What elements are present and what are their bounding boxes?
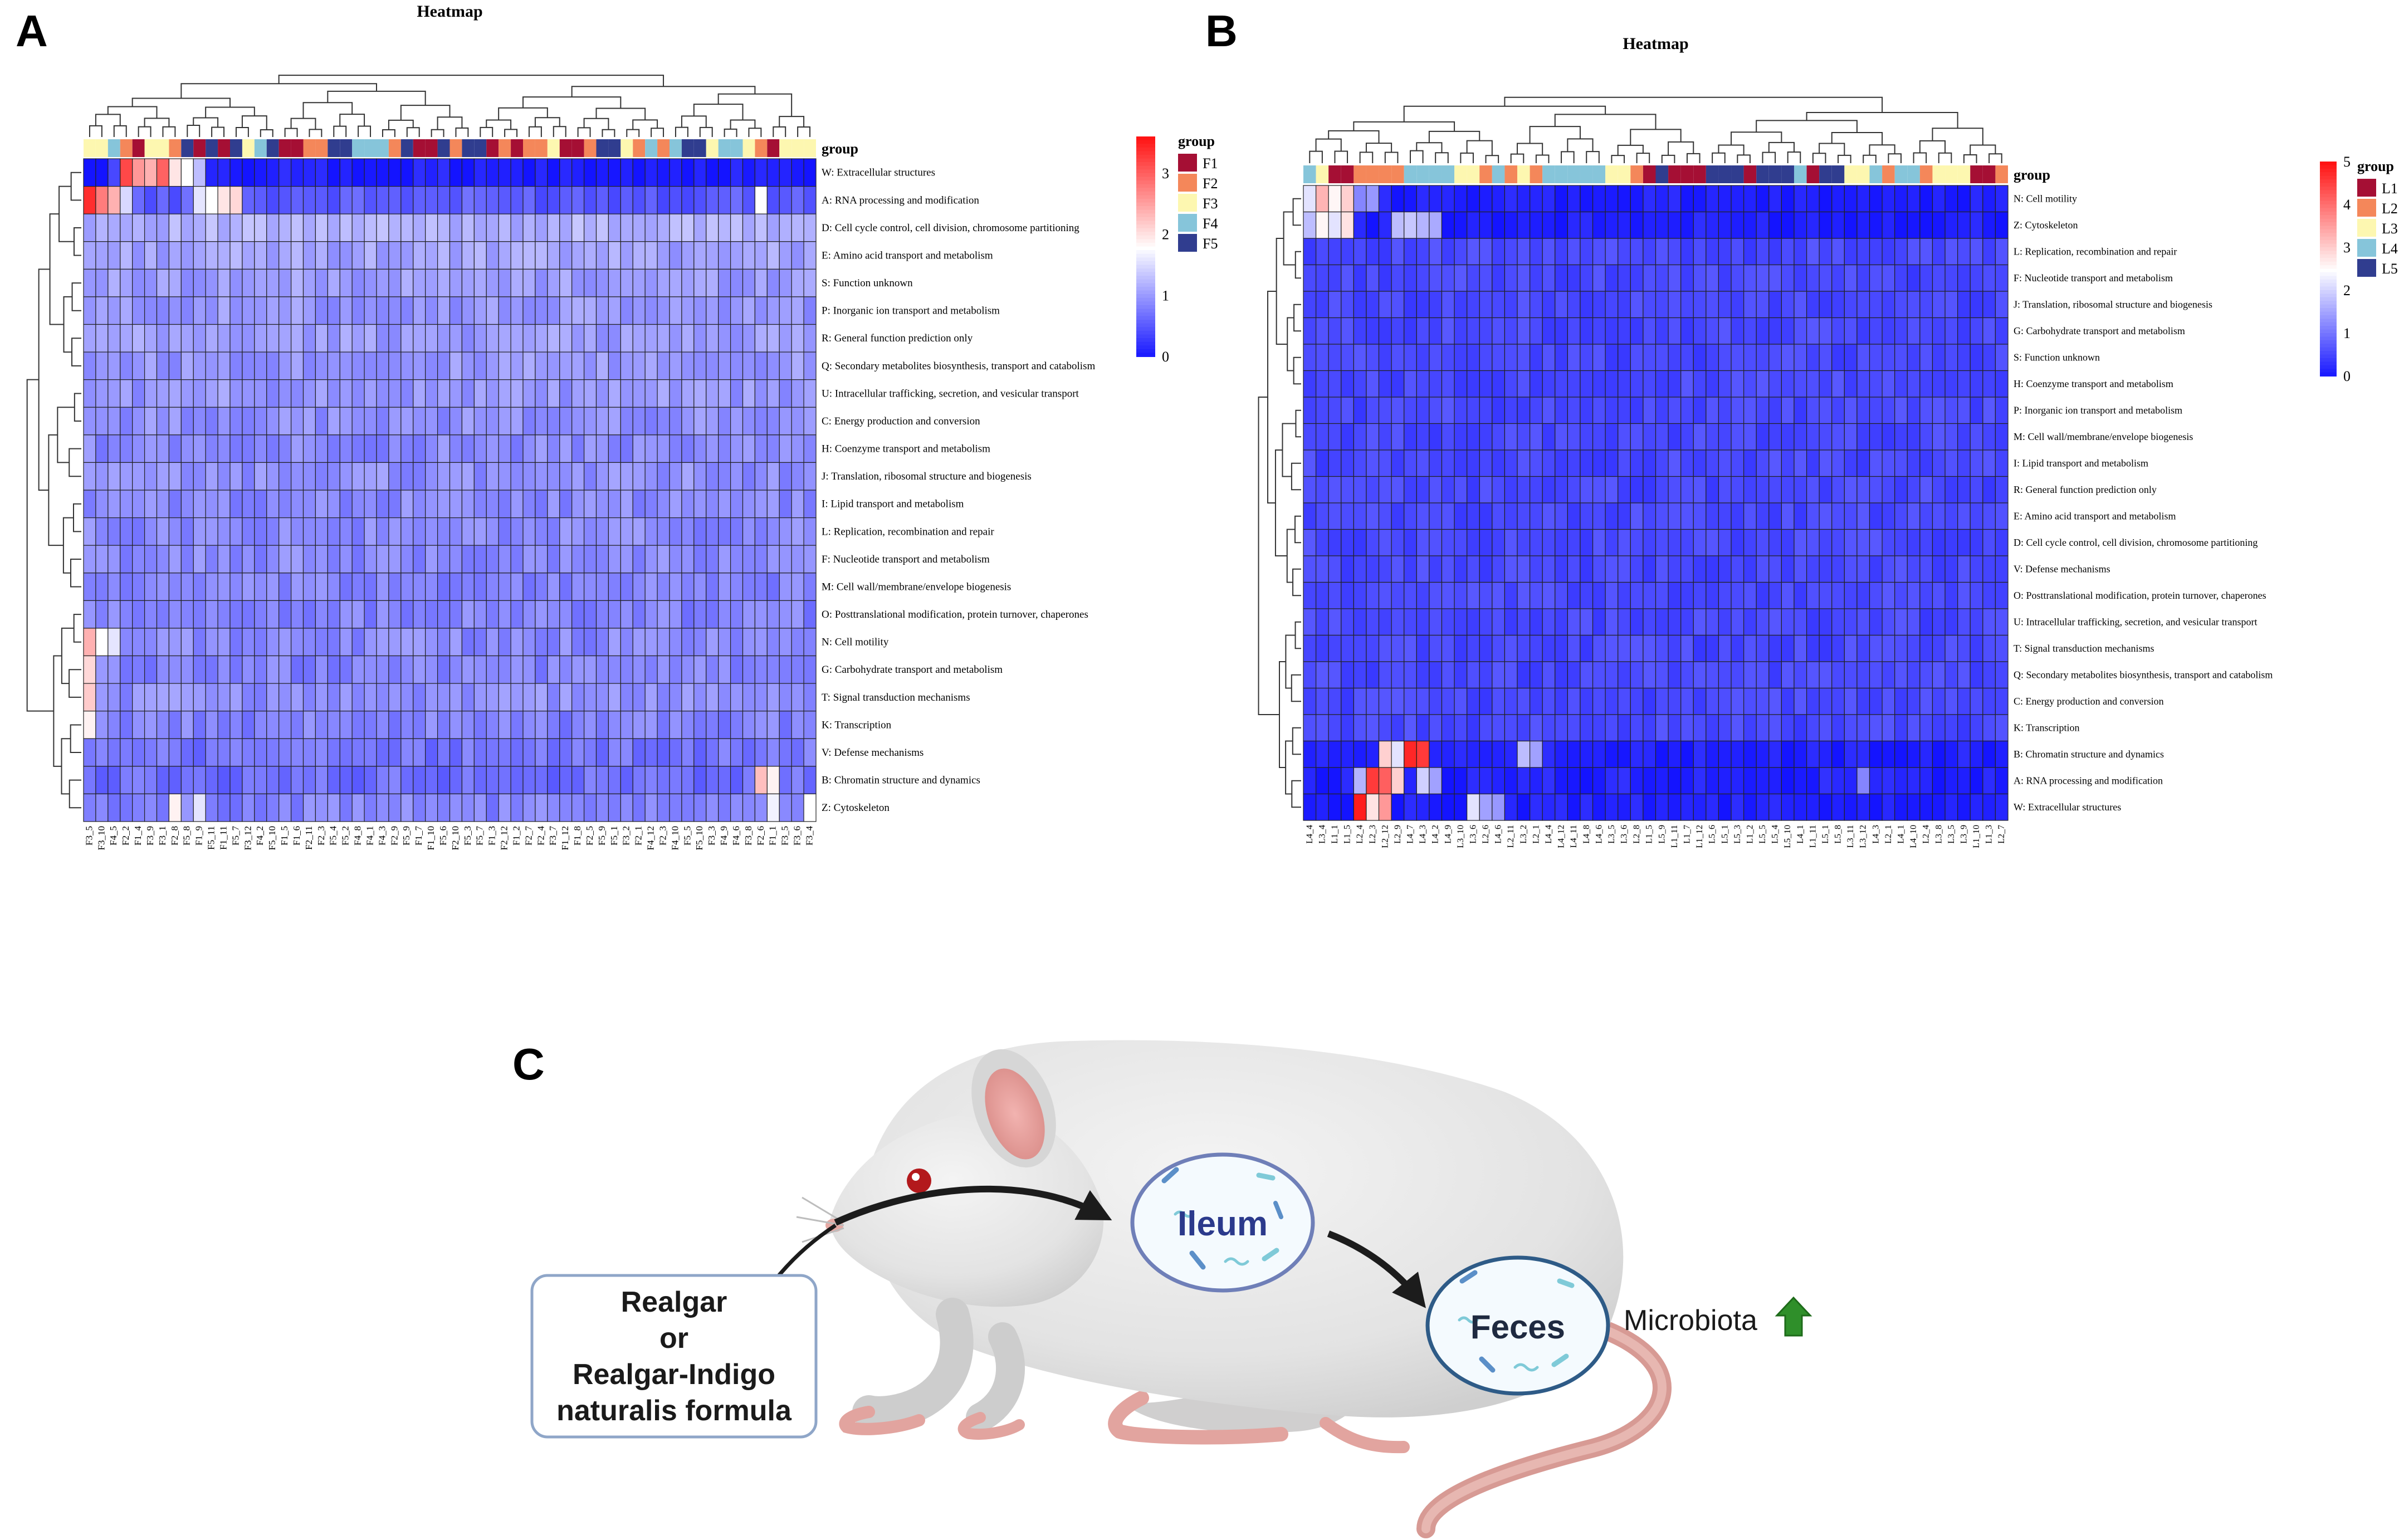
panel-letter-c: C — [512, 1039, 545, 1089]
arrow-up-icon — [1775, 1296, 1812, 1337]
treatment-line-3: Realgar-Indigo — [573, 1358, 775, 1391]
treatment-line-4: naturalis formula — [556, 1395, 792, 1427]
feces-label: Feces — [1470, 1308, 1565, 1346]
treatment-line-2: or — [659, 1322, 688, 1355]
panel-letter-b: B — [1205, 6, 1238, 56]
mouse-front-leg — [852, 1298, 974, 1430]
heatmap-title: Heatmap — [417, 2, 482, 21]
ileum-label: Ileum — [1177, 1205, 1268, 1243]
connector-treatment — [773, 1224, 837, 1283]
mouse-eye — [907, 1169, 931, 1193]
panel-letter-a: A — [16, 6, 48, 56]
treatment-line-1: Realgar — [621, 1286, 727, 1318]
microbiota-label: Microbiota — [1624, 1304, 1757, 1337]
